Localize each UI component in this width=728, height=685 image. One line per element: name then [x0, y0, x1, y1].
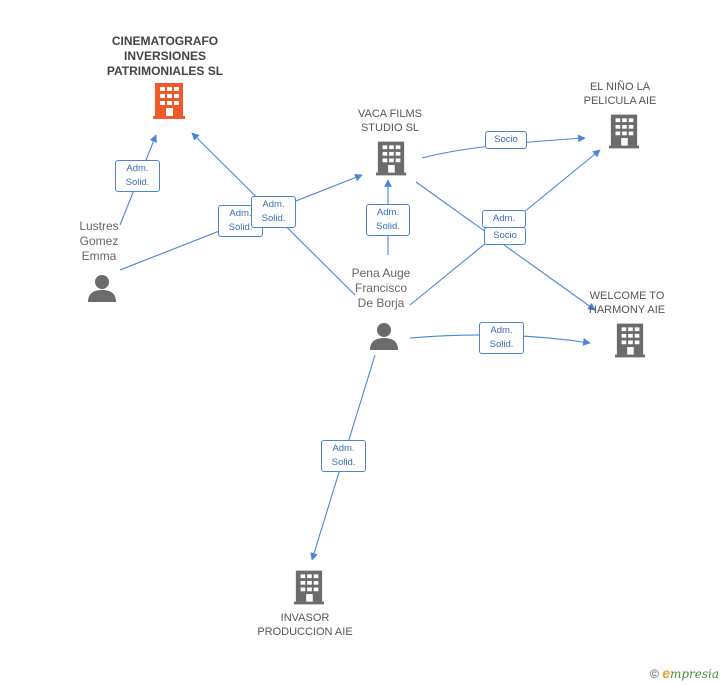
edge-label-socio-welcome[interactable]: Socio [484, 227, 526, 245]
company-label-line: PELICULA AIE [583, 95, 657, 107]
empresia-brand: © empresia [650, 665, 719, 681]
person-label-line: Pena Auge [351, 266, 411, 280]
person-label-line: Francisco [354, 281, 407, 295]
edge-label-pena-cinematografo[interactable]: Adm. Solid. [251, 196, 296, 228]
person-icon[interactable] [87, 274, 117, 302]
edge-label-line: Solid. [125, 177, 150, 188]
company-label-cinematografo[interactable]: CINEMATOGRAFO INVERSIONES PATRIMONIALES … [100, 34, 230, 79]
person-label-line: Emma [81, 249, 117, 263]
brand-e: e [662, 665, 670, 681]
building-icon[interactable] [609, 114, 639, 149]
person-label-pena[interactable]: Pena Auge Francisco De Borja [340, 266, 422, 311]
copyright-symbol: © [650, 667, 659, 681]
edge-label-line: Solid. [489, 339, 514, 350]
company-label-line: CINEMATOGRAFO [111, 34, 219, 48]
edge-label-pena-vaca-films[interactable]: Adm. Solid. [366, 204, 410, 236]
edge-label-line: Adm. [492, 213, 516, 224]
edge-label-pena-el-nino[interactable]: Adm. [482, 210, 526, 228]
company-label-welcome[interactable]: WELCOME TO HARMONY AIE [575, 289, 679, 317]
person-label-lustres[interactable]: Lustres Gomez Emma [68, 219, 130, 264]
person-label-line: Gomez [79, 234, 119, 248]
company-label-line: VACA FILMS [358, 108, 422, 120]
edge-label-socio-el-nino[interactable]: Socio [485, 131, 527, 149]
edge-label-lustres-cinematografo[interactable]: Adm. Solid. [115, 160, 160, 192]
company-label-invasor[interactable]: INVASOR PRODUCCION AIE [250, 611, 360, 639]
edge-label-line: Socio [493, 230, 517, 241]
edge-label-line: Adm. [490, 325, 513, 336]
edge-label-pena-welcome[interactable]: Adm. Solid. [479, 322, 524, 354]
edge-label-line: Solid. [331, 457, 356, 468]
person-label-line: De Borja [357, 296, 405, 310]
edge-label-line: Socio [494, 134, 518, 145]
company-label-line: PATRIMONIALES SL [106, 64, 224, 78]
person-label-line: Lustres [79, 219, 119, 233]
company-label-el-nino[interactable]: EL NIÑO LA PELICULA AIE [570, 80, 670, 108]
brand-name: mpresia [669, 667, 720, 681]
edge-label-line: Solid. [228, 222, 253, 233]
edge-label-line: Adm. [126, 163, 149, 174]
company-label-line: INVERSIONES [123, 49, 207, 63]
building-icon[interactable] [376, 141, 406, 176]
edge-vaca-welcome-socio [415, 181, 596, 311]
building-icon[interactable] [615, 323, 645, 358]
company-label-line: INVASOR [280, 612, 330, 624]
edge-label-line: Adm. [376, 207, 400, 218]
edge-label-line: Adm. [229, 208, 252, 219]
building-icon[interactable] [153, 83, 185, 119]
company-label-vaca-films[interactable]: VACA FILMS STUDIO SL [340, 107, 440, 135]
company-label-line: STUDIO SL [360, 122, 420, 134]
building-icon[interactable] [294, 570, 324, 605]
edge-label-line: Solid. [261, 213, 286, 224]
edge-label-line: Adm. [332, 443, 355, 454]
edge-label-pena-invasor[interactable]: Adm. Solid. [321, 440, 366, 472]
company-label-line: PRODUCCION AIE [257, 626, 353, 638]
company-label-line: EL NIÑO LA [589, 81, 651, 93]
company-label-line: WELCOME TO [589, 290, 665, 302]
edge-label-line: Solid. [376, 221, 400, 232]
company-label-line: HARMONY AIE [588, 304, 666, 316]
edge-label-line: Adm. [262, 199, 285, 210]
person-icon[interactable] [369, 322, 399, 350]
